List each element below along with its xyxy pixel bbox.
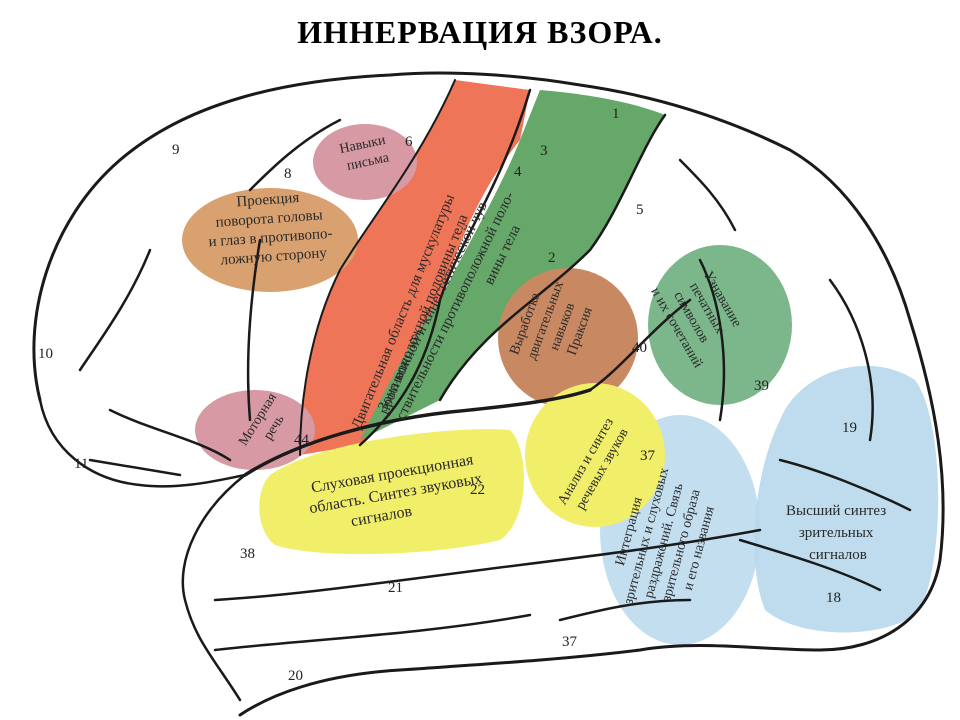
area-number: 37	[562, 634, 578, 650]
area-number: 2	[548, 250, 556, 266]
area-number: 8	[284, 166, 292, 182]
area-number: 6	[405, 134, 413, 150]
visual-zone	[754, 365, 939, 633]
area-number: 37	[640, 448, 656, 464]
writing-zone	[313, 124, 417, 200]
gaze-zone	[182, 188, 358, 292]
sensory-zone	[360, 90, 665, 440]
area-number: 38	[240, 546, 255, 562]
speech-zone	[195, 390, 315, 470]
area-number: 19	[842, 420, 857, 436]
area-number: 9	[172, 142, 180, 158]
area-number: 20	[288, 668, 303, 684]
area-number: 4	[514, 164, 522, 180]
praxis-zone	[498, 268, 638, 408]
area-number: 40	[632, 340, 647, 356]
area-numbers: 1 2 3 4 5 6 8 9 10 11 18 19 20 21 22 37 …	[38, 106, 857, 684]
area-number: 3	[540, 143, 548, 159]
visual-label: Высший синтез зрительных сигналов	[786, 503, 890, 563]
page-title: ИННЕРВАЦИЯ ВЗОРА.	[297, 14, 663, 50]
auditory-zone	[259, 429, 524, 555]
area-number: 1	[612, 106, 620, 122]
brain-outline	[32, 71, 945, 717]
praxis-label: Выработка двигательных навыков Праксия	[507, 270, 602, 375]
gaze-label: Проекция поворота головы и глаз в против…	[205, 188, 338, 270]
area-number: 21	[388, 580, 403, 596]
area-number: 18	[826, 590, 841, 606]
area-number: 44	[294, 432, 310, 448]
area-number: 22	[470, 482, 485, 498]
area-number: 10	[38, 346, 53, 362]
area-number: 5	[636, 202, 644, 218]
integration-label: Интеграция зрительных и слуховых раздраж…	[604, 458, 725, 620]
area-number: 11	[74, 456, 88, 472]
area-number: 39	[754, 378, 769, 394]
motor-zone	[300, 80, 530, 455]
speech-analysis-zone	[525, 383, 665, 527]
